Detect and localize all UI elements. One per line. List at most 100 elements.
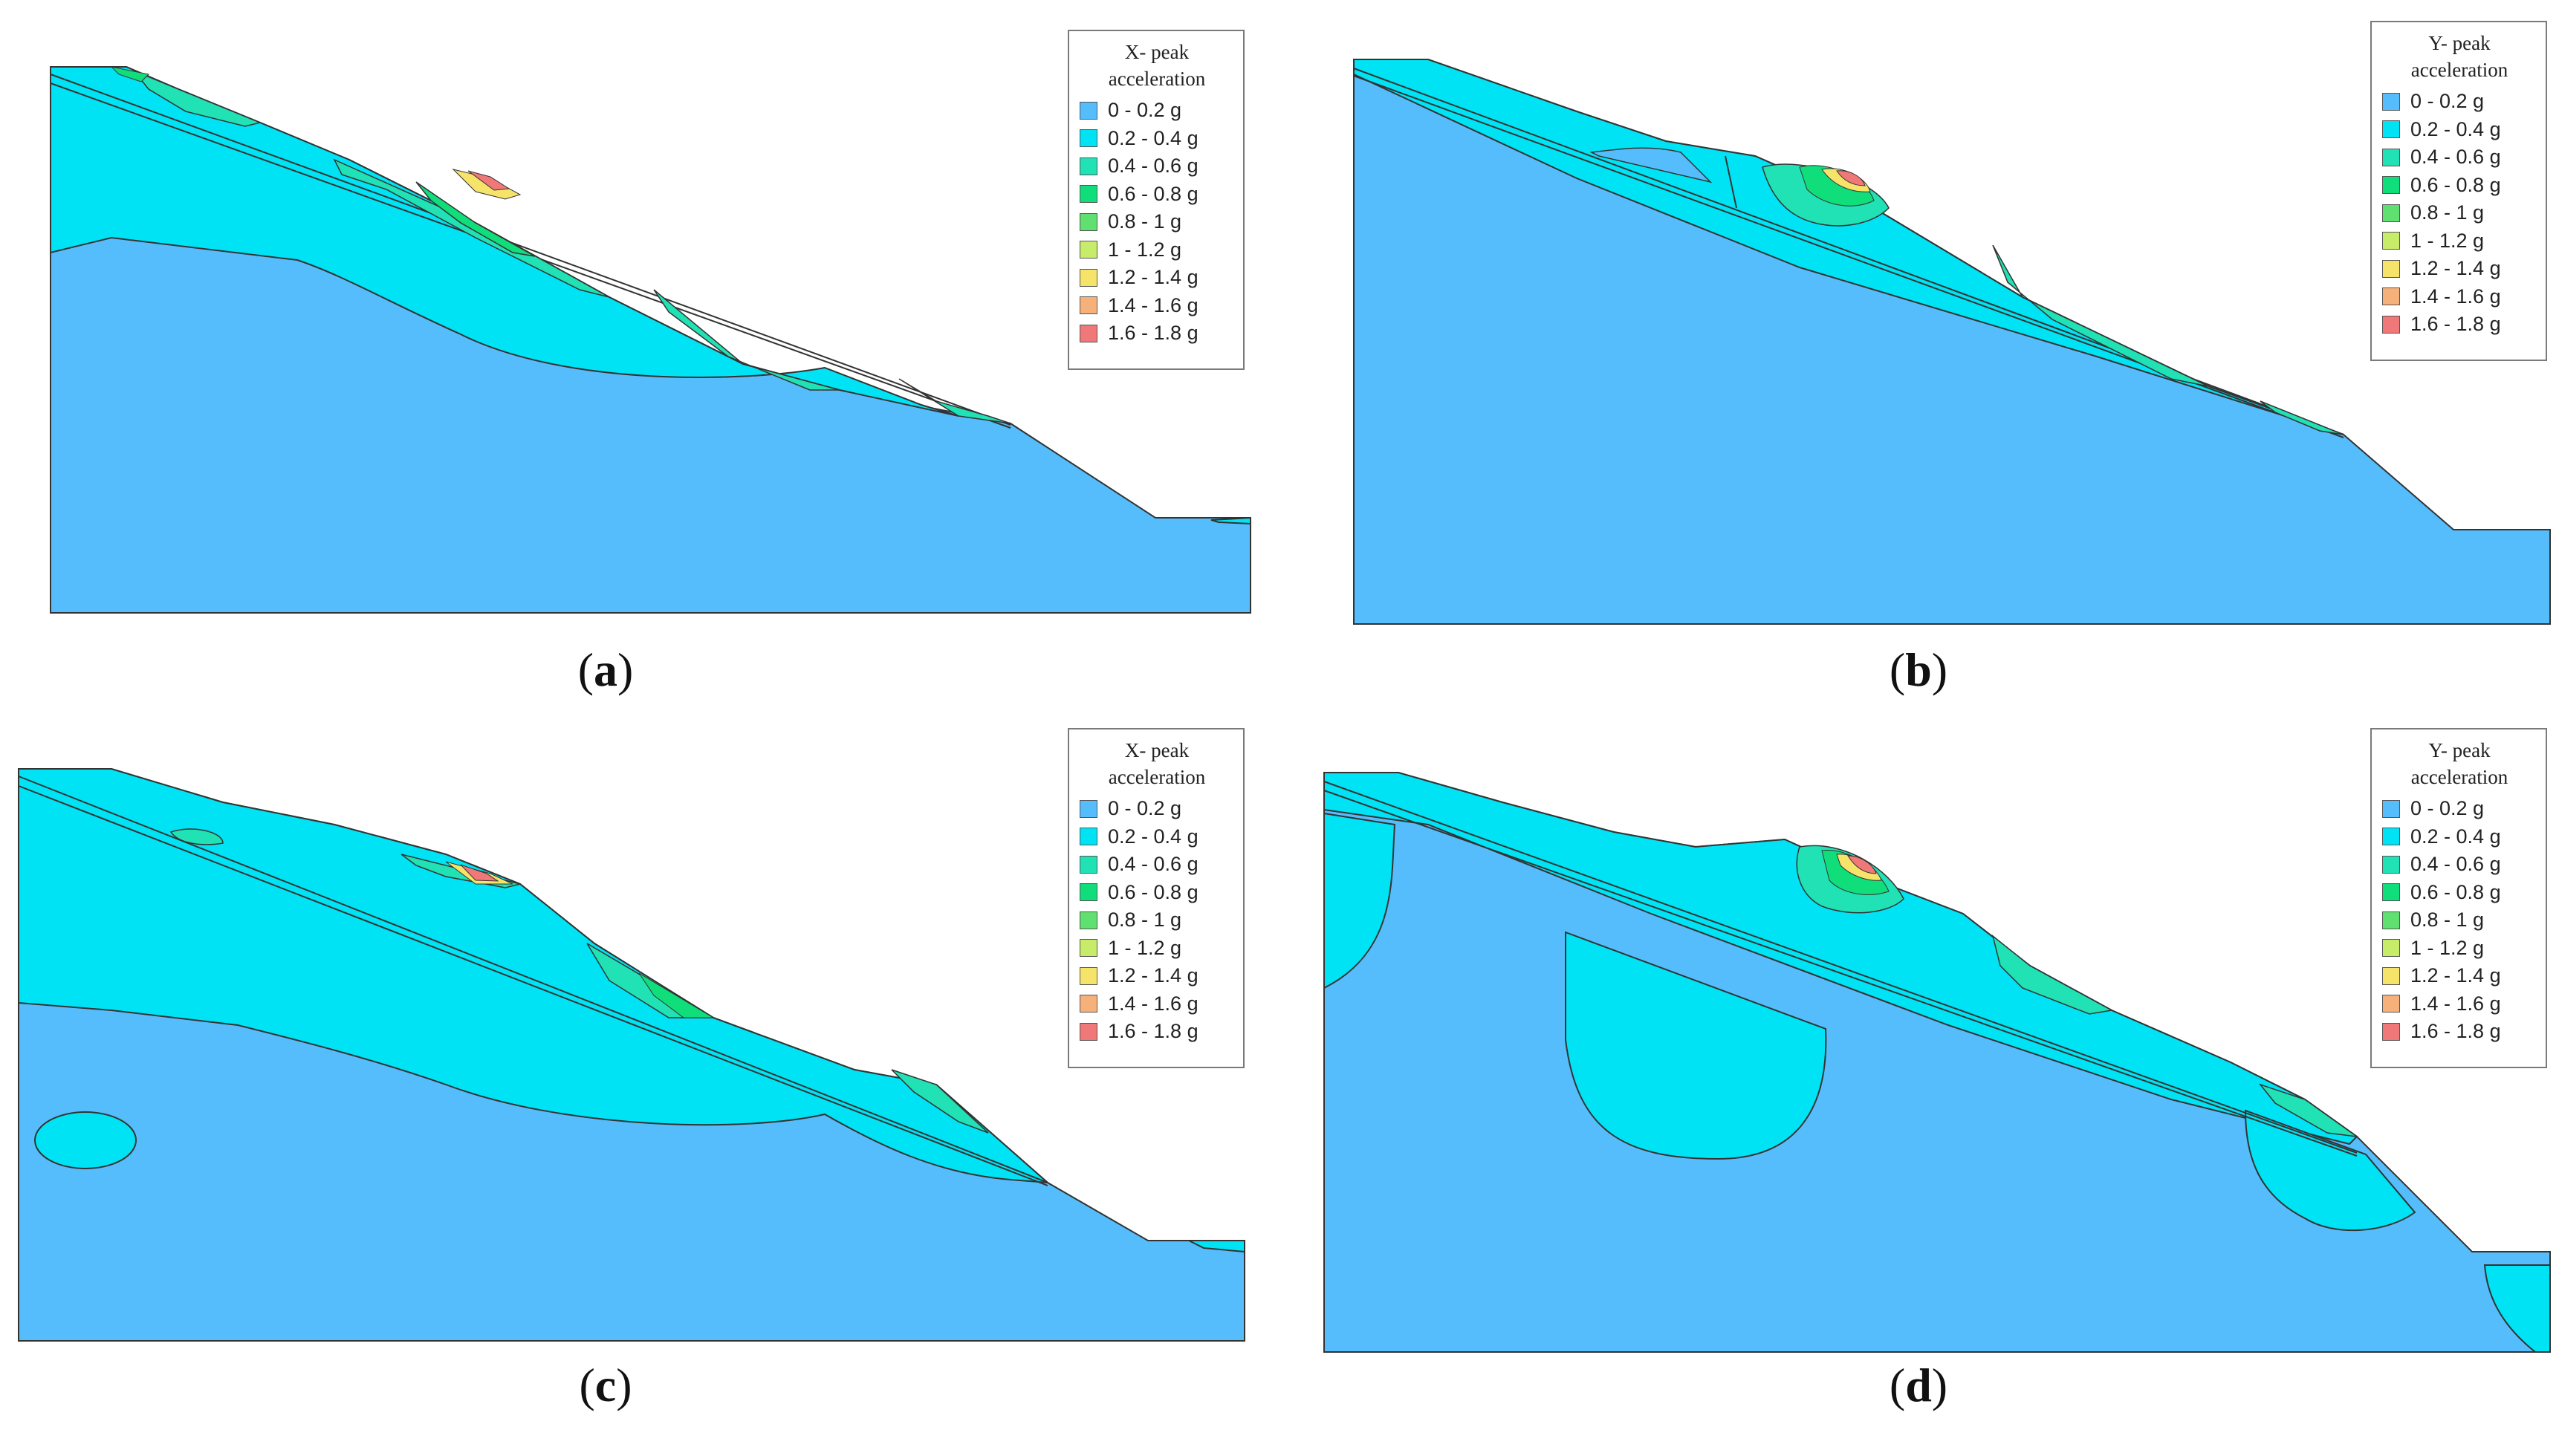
legend-entry: 1.4 - 1.6 g: [2382, 283, 2537, 311]
legend-label: 0.6 - 0.8 g: [2410, 880, 2501, 903]
legend-swatch: [2382, 883, 2400, 902]
acceleration-zone-0.6-0.8: [415, 181, 536, 257]
legend-label: 1.6 - 1.8 g: [1108, 322, 1199, 345]
legend-swatch: [1080, 101, 1097, 120]
legend-label: 0.8 - 1 g: [1108, 909, 1182, 932]
acceleration-zone-0.2-0.4: [1323, 772, 2358, 1145]
acceleration-zone-0.4-0.6: [2260, 400, 2344, 435]
legend-entry: 1.6 - 1.8 g: [2382, 1018, 2537, 1046]
legend-swatch: [2382, 287, 2400, 306]
legend-entry: 1 - 1.2 g: [1080, 236, 1234, 264]
legend-entry: 1 - 1.2 g: [2382, 227, 2537, 256]
legend-swatch: [2382, 911, 2400, 929]
legend-entry: 1.2 - 1.4 g: [2382, 962, 2537, 990]
legend-label: 0.2 - 0.4 g: [1108, 825, 1199, 848]
legend-swatch: [2382, 995, 2400, 1013]
legend-title: X- peak acceleration: [1080, 737, 1234, 790]
acceleration-zone-0.6-0.8: [638, 972, 715, 1018]
legend-swatch: [1080, 241, 1097, 259]
acceleration-zone-0.2-0.4: [18, 768, 1050, 1184]
legend-label: 1.4 - 1.6 g: [1108, 293, 1199, 316]
legend-swatch: [2382, 259, 2400, 278]
legend-entry: 0.6 - 0.8 g: [1080, 181, 1234, 209]
legend-entry: 0.8 - 1 g: [1080, 906, 1234, 935]
legend-entry: 0.2 - 0.4 g: [2382, 823, 2537, 851]
legend-swatch: [1080, 212, 1097, 231]
legend-title-line2: acceleration: [1108, 766, 1206, 788]
legend-swatch: [2382, 176, 2400, 195]
legend-entry: 1.4 - 1.6 g: [1080, 990, 1234, 1018]
legend-swatch: [2382, 204, 2400, 222]
slope-contour-d: [1323, 772, 2551, 1353]
shear-block-boundary: [1725, 155, 1737, 209]
legend-swatch: [1080, 129, 1097, 148]
legend-label: 1.4 - 1.6 g: [2410, 285, 2501, 308]
legend-label: 0.8 - 1 g: [1108, 210, 1182, 233]
legend-label: 1.4 - 1.6 g: [1108, 992, 1199, 1015]
acceleration-zone-0.4-0.6: [898, 378, 1011, 424]
legend-entry: 1.6 - 1.8 g: [2382, 311, 2537, 339]
legend-swatch: [1080, 185, 1097, 204]
legend-entry: 0.8 - 1 g: [1080, 208, 1234, 236]
acceleration-zone-0.2-0.4: [1565, 931, 1827, 1160]
acceleration-zone-0.2-0.4: [2244, 1109, 2416, 1232]
legend-swatch: [1080, 966, 1097, 985]
acceleration-zone-0.4-0.6: [653, 289, 840, 391]
caption-letter: c: [594, 1359, 617, 1411]
legend-entry: 0 - 0.2 g: [2382, 88, 2537, 116]
legend-entry: 0.2 - 0.4 g: [1080, 823, 1234, 851]
legend-swatch: [2382, 120, 2400, 139]
caption-d: (d): [1889, 1359, 1948, 1411]
legend-label: 0.6 - 0.8 g: [2410, 173, 2501, 196]
slip-band: [1323, 790, 2358, 1157]
legend-label: 1 - 1.2 g: [2410, 936, 2485, 959]
acceleration-zone-0.4-0.6: [169, 828, 224, 845]
acceleration-zone-0.4-0.6: [891, 1069, 989, 1134]
legend-swatch: [2382, 966, 2400, 985]
legend-label: 0 - 0.2 g: [1108, 99, 1182, 122]
acceleration-zone-0.4-0.6: [1991, 935, 2114, 1015]
legend-label: 1.6 - 1.8 g: [2410, 1020, 2501, 1043]
legend-entry: 0.8 - 1 g: [2382, 906, 2537, 935]
legend-label: 1.6 - 1.8 g: [1108, 1020, 1199, 1043]
legend-label: 0.6 - 0.8 g: [1108, 880, 1199, 903]
legend-entry: 0.4 - 0.6 g: [1080, 152, 1234, 181]
slip-band: [1323, 781, 2358, 1154]
legend-title-line2: acceleration: [1108, 68, 1206, 90]
legend-entry: 1.6 - 1.8 g: [1080, 319, 1234, 348]
legend-label: 1.2 - 1.4 g: [1108, 964, 1199, 987]
legend-entry: 1.6 - 1.8 g: [1080, 1018, 1234, 1046]
legend-swatch: [1080, 939, 1097, 958]
legend-label: 0 - 0.2 g: [2410, 90, 2485, 113]
acceleration-zone-1.6-1.8: [460, 864, 499, 882]
legend-entry: 0 - 0.2 g: [1080, 795, 1234, 823]
legend-title-line1: Y- peak: [2428, 739, 2491, 761]
caption-letter: b: [1905, 643, 1932, 696]
legend-title: X- peak acceleration: [1080, 39, 1234, 92]
acceleration-zone-0.6-0.8: [110, 66, 150, 82]
legend-label: 1.2 - 1.4 g: [2410, 257, 2501, 280]
legend-label: 1 - 1.2 g: [2410, 229, 2485, 252]
slope-contour-a: [50, 66, 1251, 614]
legend-swatch: [1080, 828, 1097, 846]
caption-c: (c): [579, 1359, 632, 1411]
slip-band: [18, 785, 1048, 1186]
legend-entry: 0.2 - 0.4 g: [2382, 116, 2537, 144]
acceleration-zone-0.4-0.6: [1992, 244, 2209, 387]
legend-title-line1: X- peak: [1124, 739, 1190, 761]
legend-swatch: [1080, 157, 1097, 175]
legend-entry: 0.4 - 0.6 g: [1080, 851, 1234, 879]
legend-swatch: [2382, 855, 2400, 874]
legend-label: 0 - 0.2 g: [2410, 797, 2485, 820]
acceleration-zone-0.6-0.8: [1799, 165, 1875, 207]
legend-swatch: [1080, 324, 1097, 342]
legend-swatch: [2382, 232, 2400, 250]
legend-swatch: [2382, 939, 2400, 958]
legend-label: 1.6 - 1.8 g: [2410, 313, 2501, 336]
